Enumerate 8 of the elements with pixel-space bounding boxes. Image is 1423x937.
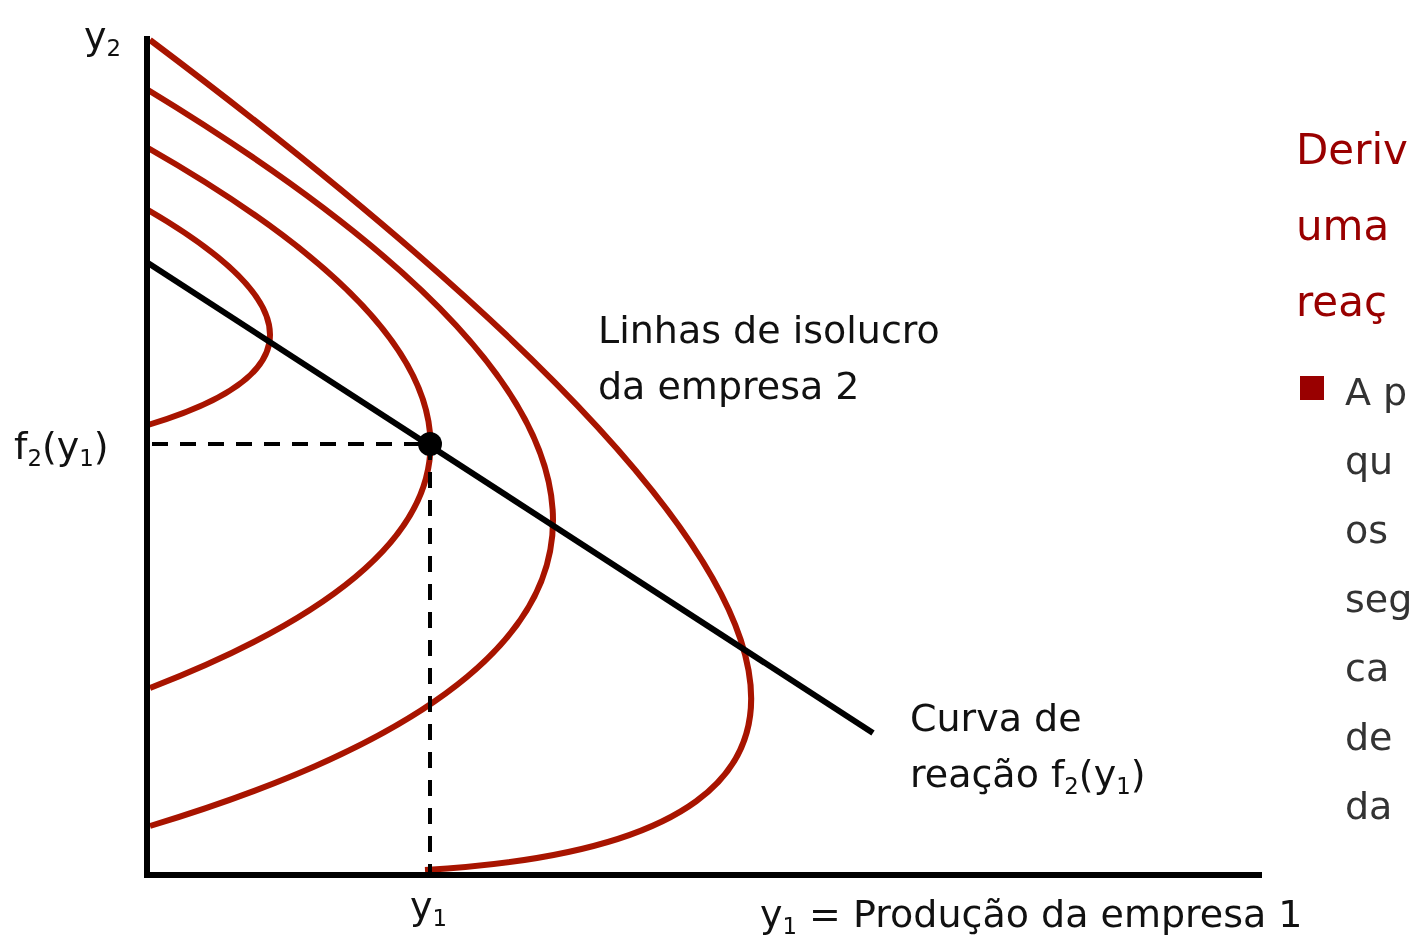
bullet-text: A p qu os seg ca de da	[1345, 369, 1414, 830]
axis-label: y$_{1}$ = Produção da empresa 1	[760, 891, 1303, 937]
slide-title: Deriv uma reaç	[1296, 124, 1406, 328]
axis-label: y$_{1}$	[410, 883, 447, 933]
curve-label: Linhas de isolucro da empresa 2	[598, 307, 941, 410]
curve-label: Curva de reação f$_{2}$(y$_{1}$)	[910, 695, 1147, 801]
axis-label: y$_{2}$	[84, 13, 121, 63]
axis-label: f$_{2}$(y$_{1}$)	[14, 423, 109, 473]
